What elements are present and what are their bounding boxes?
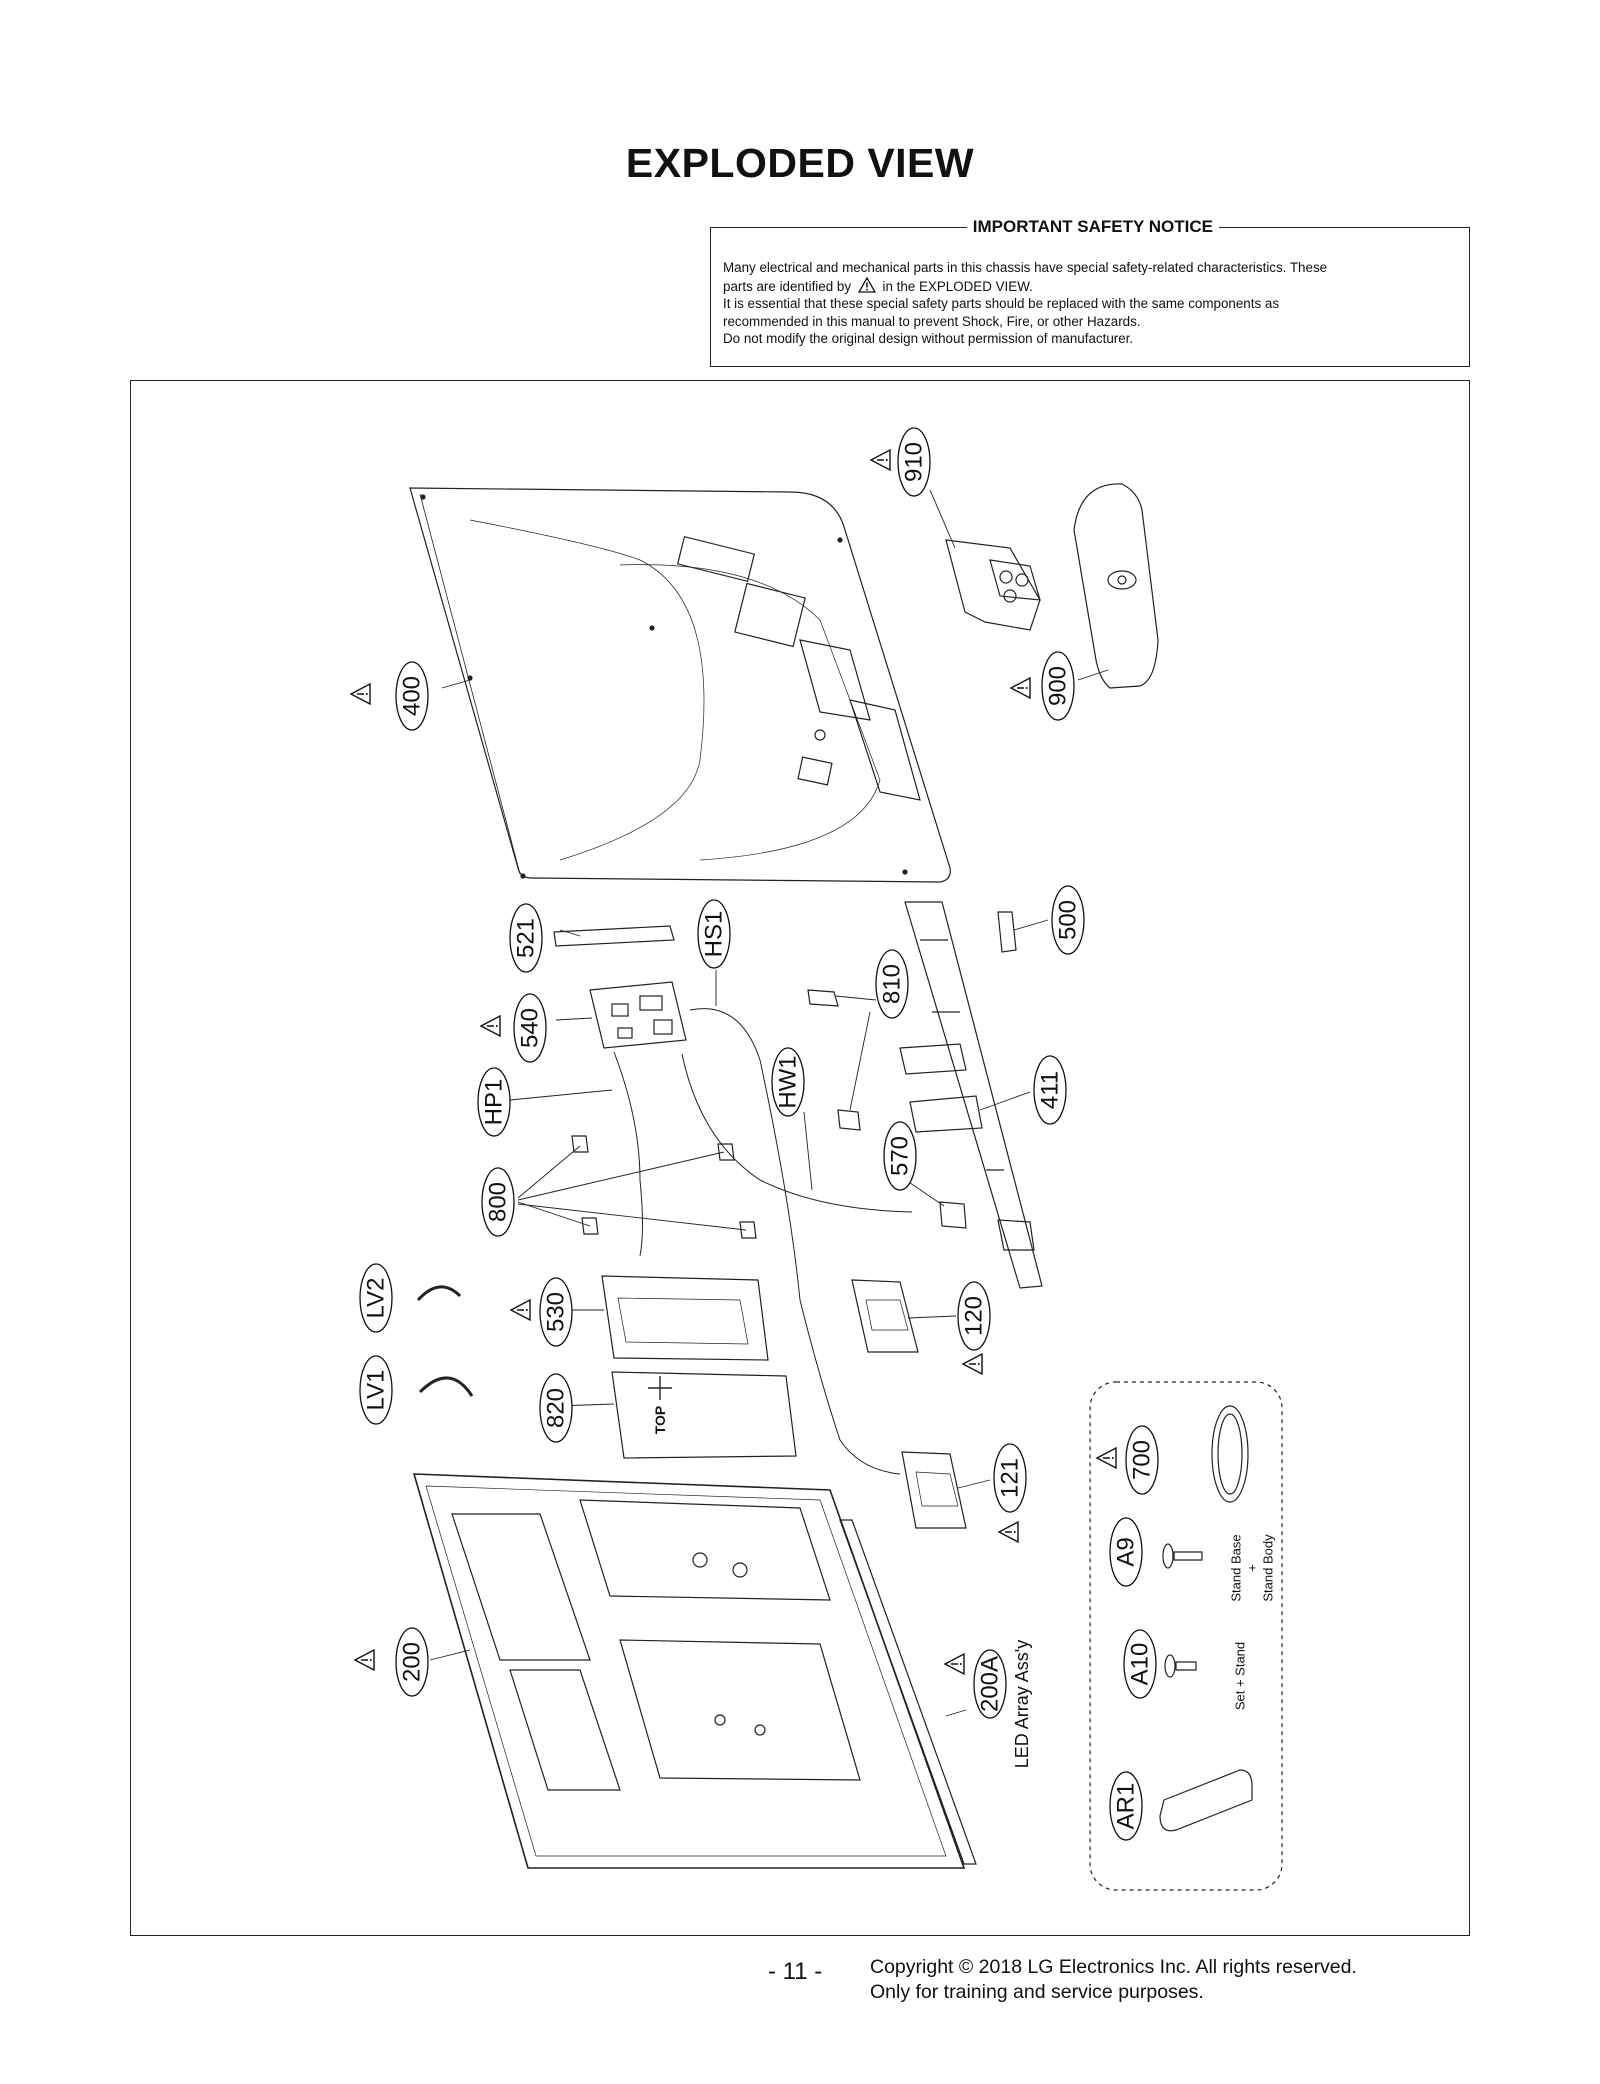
clips-800-drawing bbox=[571, 1135, 757, 1239]
page-title: EXPLODED VIEW bbox=[625, 140, 975, 186]
copyright-line: Copyright © 2018 LG Electronics Inc. All… bbox=[870, 1956, 1357, 1978]
warning-triangle-icon bbox=[480, 1015, 501, 1037]
warning-triangle-icon bbox=[1010, 677, 1031, 699]
part-500-drawing bbox=[997, 911, 1017, 953]
power-cord-700-drawing bbox=[1211, 1405, 1249, 1503]
screw-a10-drawing bbox=[1164, 1654, 1197, 1678]
callout-411: 411 bbox=[1037, 1071, 1064, 1109]
callout-400: 400 bbox=[399, 676, 426, 716]
cable-hs1-drawing bbox=[689, 1008, 901, 1475]
notice-line: parts are identified by in the EXPLODED … bbox=[723, 276, 1457, 296]
warning-triangle-icon bbox=[998, 1521, 1019, 1543]
bracket-810-drawing bbox=[807, 989, 839, 1007]
front-frame-drawing bbox=[899, 901, 1043, 1289]
callout-500: 500 bbox=[1055, 900, 1082, 940]
bracket-810b-drawing bbox=[837, 1109, 861, 1131]
callout-910: 910 bbox=[901, 442, 928, 482]
callout-540: 540 bbox=[517, 1008, 544, 1048]
bracket-521-drawing bbox=[553, 925, 675, 947]
exploded-view-frame bbox=[130, 380, 1470, 1936]
callout-hs1: HS1 bbox=[701, 911, 728, 958]
page-number: - 11 - bbox=[768, 1958, 823, 1985]
panel-drawing bbox=[412, 1473, 966, 1869]
warning-triangle-icon bbox=[354, 1649, 375, 1671]
cable-hp1-drawing bbox=[613, 1051, 643, 1257]
callout-200: 200 bbox=[399, 1642, 426, 1682]
callout-820: 820 bbox=[543, 1388, 570, 1428]
led-bar-drawing bbox=[839, 1519, 977, 1865]
set-stand-label: Set + Stand bbox=[1233, 1642, 1248, 1710]
callout-lv2: LV2 bbox=[363, 1278, 390, 1319]
notice-line: Many electrical and mechanical parts in … bbox=[723, 260, 1328, 275]
safety-notice-heading: IMPORTANT SAFETY NOTICE bbox=[966, 217, 1219, 237]
callout-810: 810 bbox=[879, 964, 906, 1004]
callout-700: 700 bbox=[1129, 1440, 1156, 1480]
remote-ar1-drawing bbox=[1159, 1769, 1253, 1832]
callout-570: 570 bbox=[887, 1136, 914, 1176]
warning-triangle-icon bbox=[857, 276, 876, 293]
speaker-121-drawing bbox=[901, 1451, 967, 1529]
warning-triangle-icon bbox=[510, 1299, 531, 1321]
warning-triangle-icon bbox=[962, 1353, 983, 1375]
callout-lv1: LV1 bbox=[363, 1370, 390, 1411]
callout-a9: A9 bbox=[1113, 1537, 1140, 1566]
notice-line: Do not modify the original design withou… bbox=[723, 331, 1134, 346]
callout-hp1: HP1 bbox=[481, 1079, 508, 1126]
main-board-drawing bbox=[589, 981, 687, 1049]
speaker-120-drawing bbox=[851, 1279, 919, 1353]
part-570-drawing bbox=[939, 1201, 967, 1229]
accessories-box bbox=[1089, 1381, 1283, 1891]
callout-hw1: HW1 bbox=[775, 1055, 802, 1108]
callout-120: 120 bbox=[961, 1296, 988, 1336]
footer-copyright: Copyright © 2018 LG Electronics Inc. All… bbox=[870, 1955, 1357, 2005]
callout-ar1: AR1 bbox=[1113, 1783, 1140, 1830]
cable-lv2-drawing bbox=[416, 1285, 462, 1302]
callout-121: 121 bbox=[997, 1458, 1024, 1498]
plus-label: + bbox=[1245, 1564, 1260, 1572]
cable-lv1-drawing bbox=[418, 1376, 474, 1397]
warning-triangle-icon bbox=[350, 683, 371, 705]
callout-530: 530 bbox=[543, 1292, 570, 1332]
safety-notice-body: Many electrical and mechanical parts in … bbox=[723, 259, 1457, 348]
warning-triangle-icon bbox=[870, 449, 891, 471]
stand-base-drawing bbox=[1073, 483, 1159, 689]
callout-900: 900 bbox=[1045, 666, 1072, 706]
back-cover-drawing bbox=[409, 487, 951, 883]
callout-800: 800 bbox=[485, 1182, 512, 1222]
warning-triangle-icon bbox=[944, 1653, 965, 1675]
callout-200a: 200A bbox=[977, 1656, 1004, 1712]
purpose-line: Only for training and service purposes. bbox=[870, 1981, 1204, 2003]
warning-triangle-icon bbox=[1096, 1447, 1117, 1469]
callout-521: 521 bbox=[513, 918, 540, 958]
power-board-drawing bbox=[601, 1275, 769, 1361]
stand-body-drawing bbox=[945, 539, 1041, 631]
screw-a9-drawing bbox=[1162, 1543, 1203, 1569]
notice-line-start: parts are identified by bbox=[723, 278, 852, 294]
callout-a10: A10 bbox=[1127, 1643, 1154, 1686]
notice-line: It is essential that these special safet… bbox=[723, 296, 1280, 311]
notice-line: recommended in this manual to prevent Sh… bbox=[723, 313, 1141, 329]
notice-line-end: in the EXPLODED VIEW. bbox=[882, 278, 1033, 294]
stand-base-label: Stand Base bbox=[1229, 1534, 1244, 1601]
cable-hw1-drawing bbox=[681, 1053, 913, 1213]
top-mark-label: TOP bbox=[652, 1406, 668, 1435]
safety-notice-box: IMPORTANT SAFETY NOTICE Many electrical … bbox=[710, 217, 1470, 367]
led-array-label: LED Array Ass'y bbox=[1012, 1640, 1032, 1768]
stand-body-label: Stand Body bbox=[1261, 1534, 1276, 1602]
insulator-820-drawing bbox=[611, 1371, 797, 1459]
